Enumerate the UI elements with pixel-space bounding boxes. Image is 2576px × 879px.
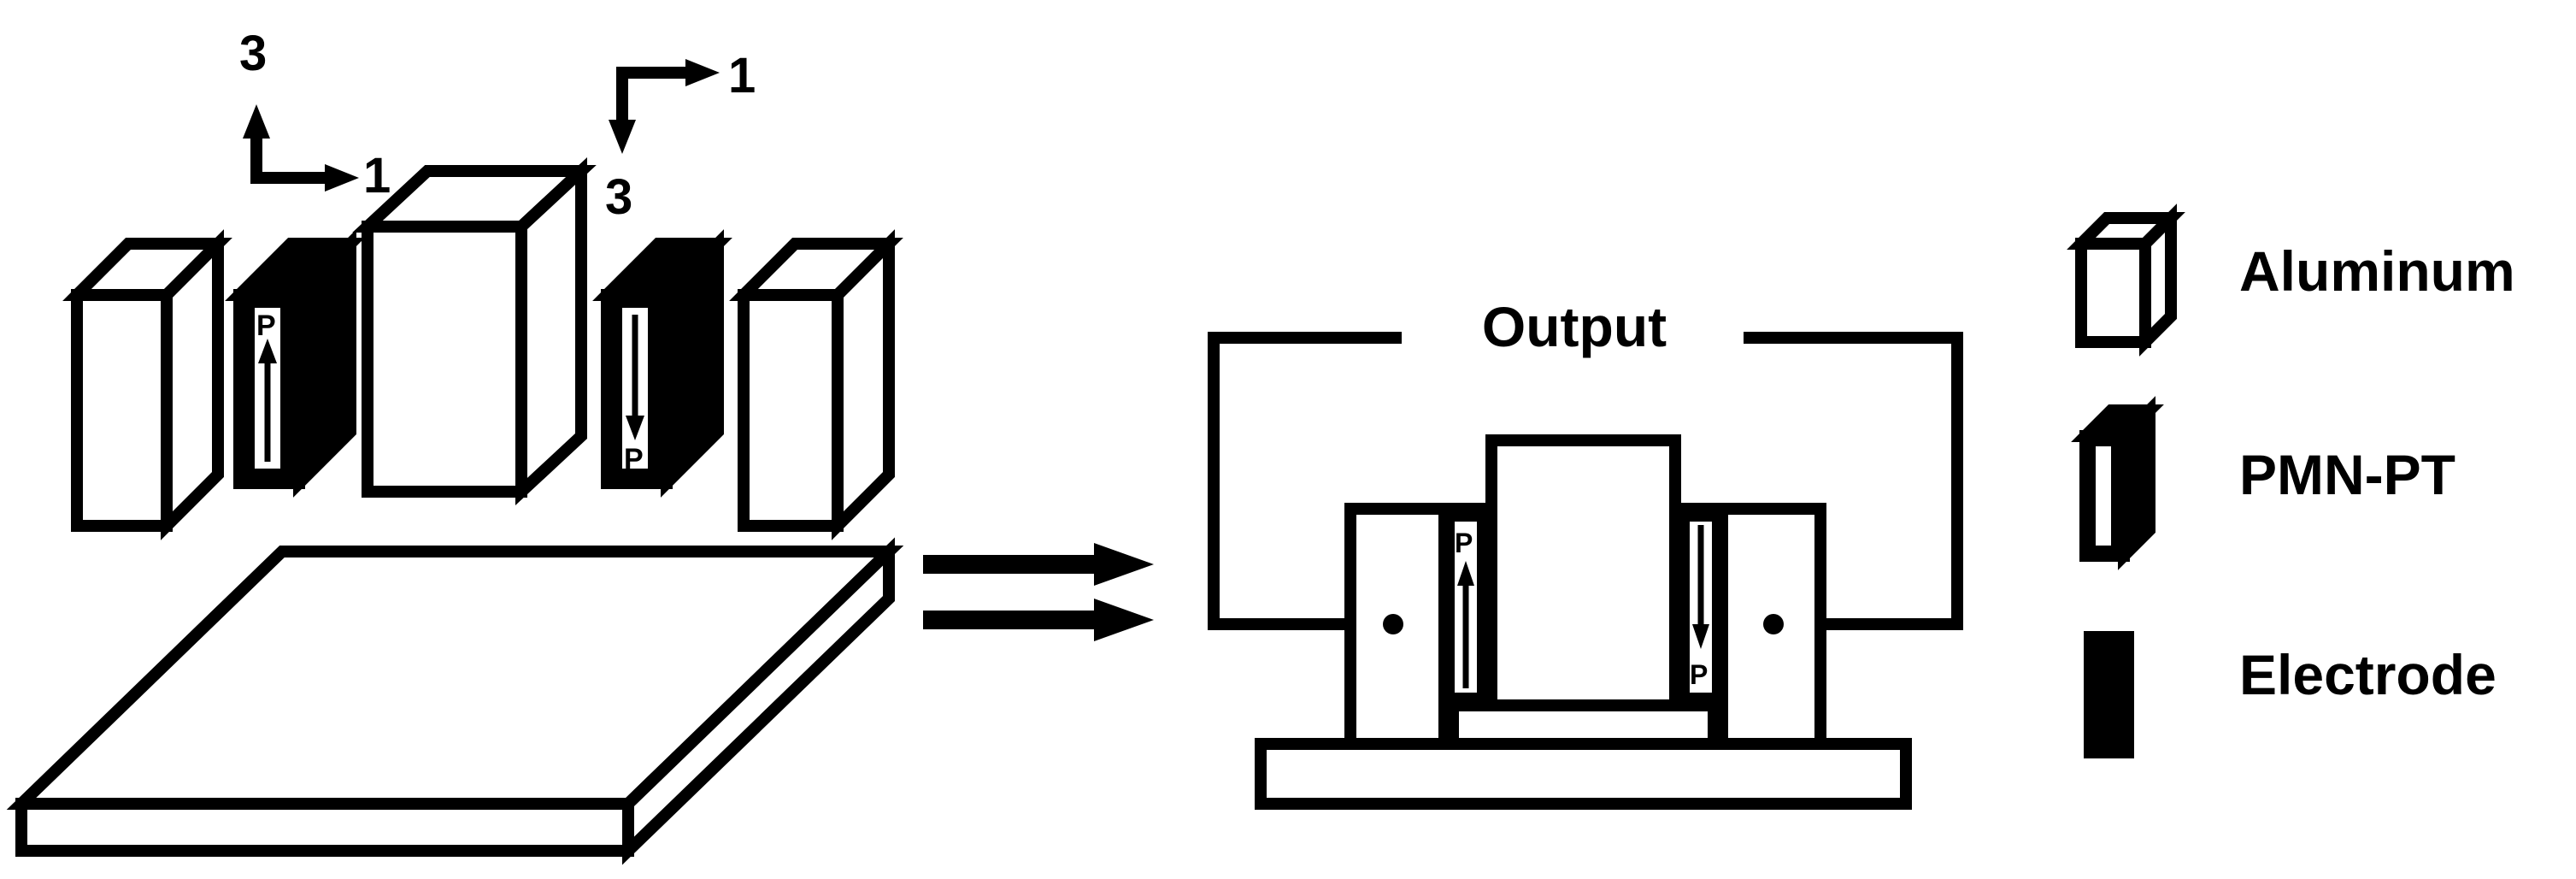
axis-left-3-label: 3	[239, 26, 267, 81]
assembled-device: Output P P	[1208, 295, 1963, 810]
transition-arrows	[923, 543, 1154, 641]
axes-left: 3 1	[239, 26, 391, 204]
legend: Aluminum PMN-PT Electrode	[2067, 204, 2515, 758]
axis-3-arrowhead	[243, 104, 270, 139]
assembled-pmn-pt-left: P	[1438, 503, 1493, 711]
assembled-base-plate	[1255, 738, 1912, 810]
polarization-label-left: P	[256, 310, 276, 342]
aluminum-block-center	[352, 156, 597, 506]
axis-right-1-label: 1	[728, 48, 756, 103]
legend-aluminum: Aluminum	[2067, 204, 2515, 357]
pmn-pt-element-left: P	[225, 229, 365, 498]
axis-1-arrowhead	[325, 164, 359, 192]
axis-3-down-arrow	[616, 67, 691, 124]
axis-right-3-label: 3	[605, 169, 632, 225]
legend-pmn-pt: PMN-PT	[2071, 396, 2455, 570]
pmn-pt-element-right: P	[592, 229, 732, 498]
axis-left-1-label: 1	[363, 148, 391, 204]
output-wire-left	[1208, 332, 1402, 630]
pmn-pt-swatch-icon	[2071, 396, 2164, 570]
electrode-swatch-icon	[2084, 631, 2134, 758]
assembled-aluminum-center	[1485, 434, 1681, 711]
aluminum-block-right	[729, 229, 903, 540]
output-label: Output	[1482, 295, 1667, 358]
aluminum-block-left	[62, 229, 232, 540]
terminal-right	[1763, 614, 1784, 634]
aluminum-swatch-icon	[2067, 204, 2185, 357]
legend-aluminum-label: Aluminum	[2239, 239, 2515, 303]
polarization-label-assembled-right: P	[1690, 659, 1708, 690]
polarization-label-assembled-left: P	[1455, 528, 1473, 558]
legend-electrode: Electrode	[2084, 631, 2497, 758]
axis-1-right-arrowhead	[685, 59, 720, 86]
polarization-label-right: P	[624, 443, 644, 475]
axes-right: 1 3	[605, 48, 756, 225]
axis-3-down-arrowhead	[609, 120, 636, 154]
legend-pmn-pt-label: PMN-PT	[2239, 443, 2455, 506]
output-wire-right	[1744, 332, 1963, 630]
assembled-pmn-pt-right: P	[1673, 503, 1728, 711]
base-plate	[6, 537, 904, 865]
terminal-left	[1383, 614, 1403, 634]
exploded-view: 3 1 1 3 P	[6, 26, 904, 865]
legend-electrode-label: Electrode	[2239, 643, 2497, 706]
